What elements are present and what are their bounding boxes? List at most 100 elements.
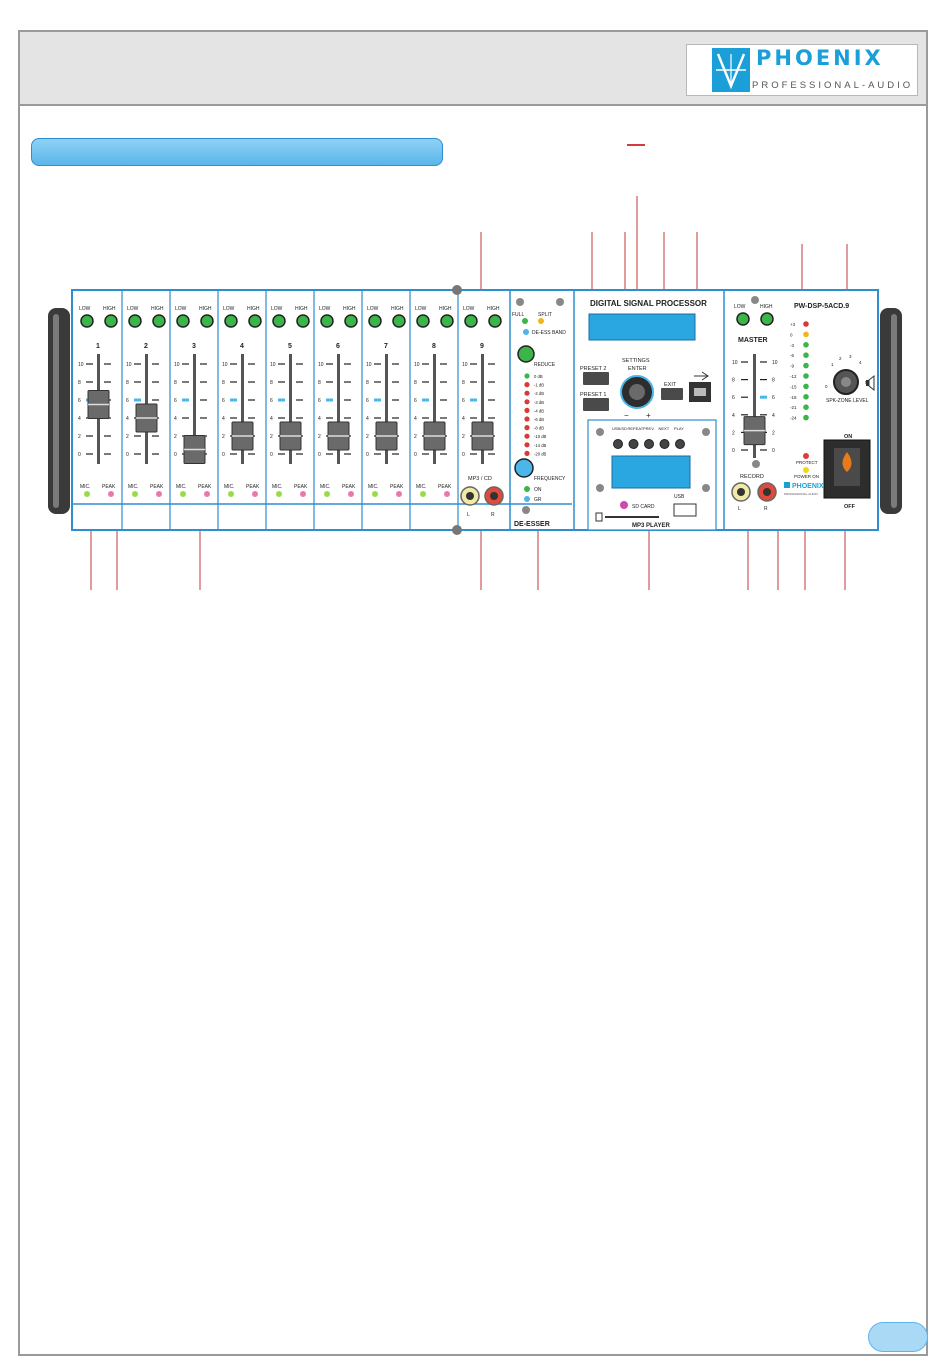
high-eq-knob[interactable] (248, 314, 262, 328)
peak-led (108, 491, 114, 497)
mic-label: MIC. (416, 484, 427, 490)
master-scale-left: 8 (732, 378, 735, 384)
low-eq-knob[interactable] (272, 314, 286, 328)
high-eq-knob[interactable] (440, 314, 454, 328)
mp3-button[interactable] (659, 439, 670, 449)
high-eq-knob[interactable] (152, 314, 166, 328)
mic-led (420, 491, 426, 497)
mp3-button[interactable] (628, 439, 639, 449)
low-eq-knob[interactable] (368, 314, 382, 328)
fader-scale-label: 2 (78, 434, 81, 440)
mic-label: MIC. (368, 484, 379, 490)
low-label: LOW (319, 306, 331, 312)
mp3-button[interactable] (613, 439, 623, 449)
exit-button[interactable] (661, 388, 683, 400)
fader-track (337, 354, 340, 464)
deesser-frequency-knob[interactable] (514, 458, 534, 478)
low-eq-knob[interactable] (416, 314, 430, 328)
high-eq-knob[interactable] (296, 314, 310, 328)
master-title: MASTER (738, 337, 768, 344)
master-scale-right: 2 (772, 430, 775, 436)
fader-track (481, 354, 484, 464)
fader-scale-label: 8 (270, 380, 273, 386)
preset1-button[interactable] (583, 398, 609, 411)
channel-number: 6 (336, 343, 340, 350)
high-eq-knob[interactable] (104, 314, 118, 328)
fader-track (385, 354, 388, 464)
output-meter-led (803, 383, 809, 390)
fader-scale-label: 6 (462, 398, 465, 404)
fader-scale-label: 4 (126, 416, 129, 422)
mp3-usb-label: USB (674, 494, 685, 500)
model-label: PW-DSP-5ACD.9 (794, 303, 849, 310)
mp3-usb-port[interactable] (673, 503, 697, 517)
mic-led (228, 491, 234, 497)
output-meter-led (803, 352, 809, 358)
channel-number: 3 (192, 343, 196, 350)
deesser-reduce-knob[interactable] (517, 345, 535, 363)
fader-scale-label: 0 (318, 452, 321, 458)
deesser-frequency-label: FREQUENCY (534, 476, 566, 482)
low-label: LOW (223, 306, 235, 312)
page-number-badge (868, 1322, 928, 1352)
fader-scale-label: 6 (414, 398, 417, 404)
low-eq-knob[interactable] (224, 314, 238, 328)
low-eq-knob[interactable] (80, 314, 94, 328)
high-eq-knob[interactable] (488, 314, 502, 328)
mp3-title: MP3 PLAYER (632, 523, 670, 529)
deesser-meter-label: -8 dB (534, 426, 544, 431)
output-meter-label: 0 (790, 332, 793, 337)
power-off-text: OFF (844, 504, 856, 510)
fader-scale-label: 6 (126, 398, 129, 404)
deesser-on-label: ON (534, 487, 542, 493)
fader-scale-label: 6 (270, 398, 273, 404)
high-eq-knob[interactable] (392, 314, 406, 328)
low-label: LOW (367, 306, 379, 312)
low-eq-knob[interactable] (320, 314, 334, 328)
deesser-section: FULL SPLIT DE-ESS BAND REDUCE 0 dB-1 dB-… (509, 290, 575, 530)
fader-scale-label: 10 (174, 362, 180, 368)
zone-knob-tick-0: 0 (825, 384, 828, 389)
fader-scale-label: 2 (414, 434, 417, 440)
fader-scale-label: 4 (366, 416, 369, 422)
deesser-gr-label: GR (534, 497, 542, 503)
mic-label: MIC. (80, 484, 91, 490)
mic-led (84, 491, 90, 497)
mp3-button[interactable] (675, 439, 685, 449)
low-eq-knob[interactable] (176, 314, 190, 328)
fader-scale-label: 8 (366, 380, 369, 386)
low-eq-knob[interactable] (464, 314, 478, 328)
master-high-knob[interactable] (760, 312, 774, 326)
sd-card-led (620, 501, 628, 509)
high-eq-knob[interactable] (344, 314, 358, 328)
zone-knob-tick-4: 4 (859, 360, 862, 365)
low-eq-knob[interactable] (128, 314, 142, 328)
aux-r-label: R (491, 512, 495, 518)
deesser-meter-led (524, 390, 530, 396)
red-marker (627, 144, 645, 146)
mic-led (180, 491, 186, 497)
zone-knob-tick-1: 1 (831, 362, 834, 367)
fader-scale-label: 2 (366, 434, 369, 440)
dsp-title: DIGITAL SIGNAL PROCESSOR (590, 299, 707, 308)
fader-scale-label: 10 (78, 362, 84, 368)
preset2-button[interactable] (583, 372, 609, 385)
high-label: HIGH (247, 306, 260, 312)
master-scale-right: 10 (772, 360, 778, 366)
mp3-button-label: REPEAT (628, 426, 644, 431)
sd-card-slot[interactable] (595, 512, 603, 522)
high-eq-knob[interactable] (200, 314, 214, 328)
fader-scale-label: 6 (78, 398, 81, 404)
phoenix-logo-icon (712, 48, 750, 92)
output-meter-label: -12 (790, 374, 797, 379)
output-meter-label: -9 (790, 364, 794, 369)
master-low-knob[interactable] (736, 312, 750, 326)
mp3-button[interactable] (644, 439, 654, 449)
master-scale-left: 4 (732, 413, 735, 419)
